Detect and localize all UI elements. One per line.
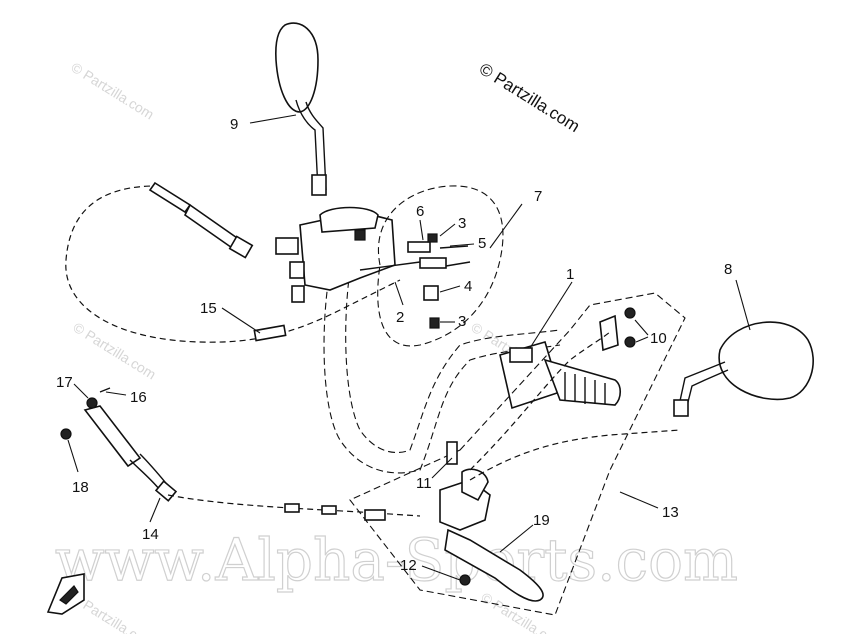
- callout-8: 8: [724, 261, 732, 278]
- callout-19: 19: [533, 512, 550, 529]
- callout-labels: 1 2 3 3 4 5 6 7 8 9 10 11 12 13 14 15 16…: [56, 116, 732, 574]
- callout-17: 17: [56, 374, 73, 391]
- detail-group-7: [359, 185, 504, 347]
- callout-7: 7: [534, 188, 542, 205]
- cable-14: [83, 405, 421, 521]
- bracket-10: [599, 307, 636, 352]
- throttle-grip: [499, 341, 622, 410]
- leader-lines: [67, 114, 751, 581]
- group-13-outline: [349, 292, 686, 616]
- watermark-large: www.Alpha-Sports.com: [55, 526, 738, 594]
- left-switch-assembly: [275, 206, 396, 303]
- callout-16: 16: [130, 389, 147, 406]
- callout-3a: 3: [458, 215, 466, 232]
- callout-18: 18: [72, 479, 89, 496]
- left-mirror: [275, 22, 327, 196]
- callout-11: 11: [416, 475, 432, 492]
- cable-right-upper: [469, 331, 611, 471]
- callout-15: 15: [200, 300, 217, 317]
- callout-14: 14: [142, 526, 159, 543]
- callout-9: 9: [230, 116, 238, 133]
- callout-4: 4: [464, 278, 472, 295]
- arrow-icon: [46, 573, 85, 615]
- callout-10: 10: [650, 330, 667, 347]
- right-mirror: [673, 321, 814, 417]
- callout-12: 12: [400, 557, 417, 574]
- cable-right: [469, 429, 681, 481]
- watermark-layer: © Partzilla.com © Partzilla.com © Partzi…: [54, 59, 738, 634]
- copyright-label: © Partzilla.com: [476, 59, 583, 136]
- handlebar: [323, 269, 561, 474]
- callout-6: 6: [416, 203, 424, 220]
- callout-2: 2: [396, 309, 404, 326]
- callout-3b: 3: [458, 313, 466, 330]
- watermark-small: © Partzilla.com: [68, 59, 156, 123]
- cable-15: [65, 181, 401, 343]
- callout-1: 1: [566, 266, 574, 283]
- callout-13: 13: [662, 504, 679, 521]
- watermark-small: © Partzilla.com: [70, 319, 158, 383]
- callout-5: 5: [478, 235, 486, 252]
- small-parts-16-17-18: [60, 387, 111, 440]
